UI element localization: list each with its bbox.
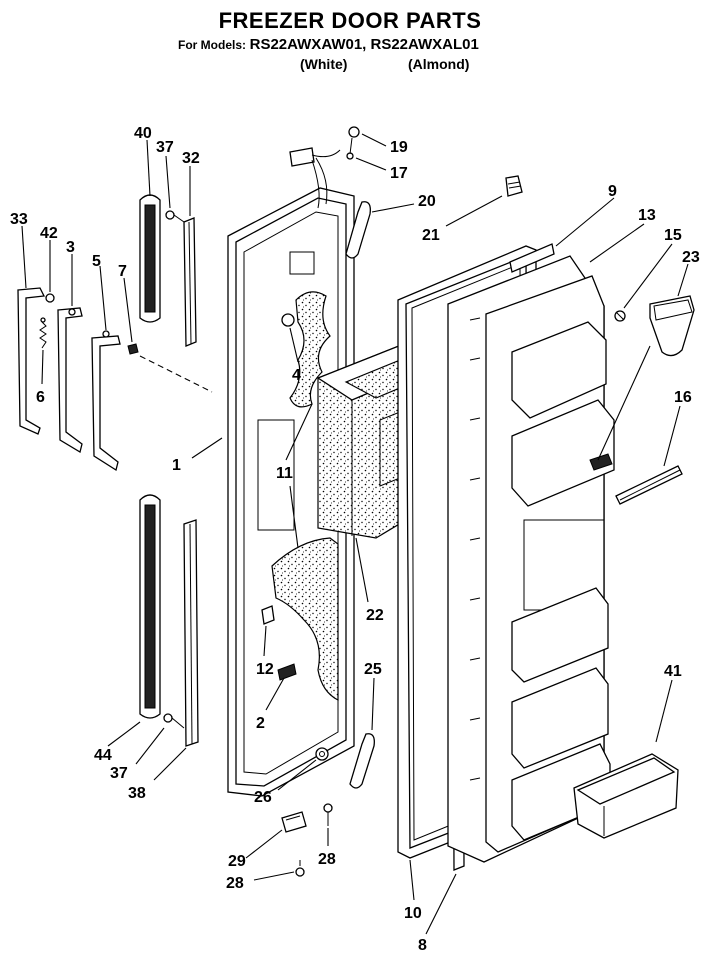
callout-44: 44: [94, 747, 112, 764]
callout-37-bottom: 37: [110, 765, 128, 782]
part-3-small-screws: [68, 308, 110, 338]
callout-labels: 40 37 32 33 42 3 5 7 6 1 19 17 20 21 4 1…: [10, 125, 700, 954]
callout-1: 1: [172, 457, 181, 474]
part-2-bracket: [277, 663, 297, 681]
callout-12: 12: [256, 661, 274, 678]
callout-7: 7: [118, 263, 127, 280]
part-12-bracket: [261, 605, 275, 625]
part-40-top-handle: [139, 194, 161, 323]
callout-3: 3: [66, 239, 75, 256]
part-33-bracket: [17, 287, 45, 435]
part-7-clip: [127, 343, 139, 355]
part-20-tube: [345, 201, 371, 259]
callout-10: 10: [404, 905, 422, 922]
callout-20: 20: [418, 193, 436, 210]
callout-5: 5: [92, 253, 101, 270]
callout-40: 40: [134, 125, 152, 142]
part-9-trim-strip: [509, 243, 555, 273]
part-28-screw-upper: [323, 803, 333, 826]
callout-28-upper: 28: [318, 851, 336, 868]
callout-15: 15: [664, 227, 682, 244]
part-6-spring: [39, 317, 47, 349]
callout-11: 11: [276, 465, 293, 482]
part-11-foam-lower: [271, 537, 339, 701]
part-23-cup: [649, 295, 695, 357]
callout-4: 4: [292, 367, 301, 384]
part-21-fitting: [505, 175, 523, 197]
callout-29: 29: [228, 853, 246, 870]
model-line: For Models: RS22AWXAW01, RS22AWXAL01: [178, 36, 479, 53]
callout-26: 26: [254, 789, 272, 806]
callout-21: 21: [422, 227, 440, 244]
callout-2: 2: [256, 715, 265, 732]
callout-6: 6: [36, 389, 45, 406]
callout-41: 41: [664, 663, 682, 680]
callout-9: 9: [608, 183, 617, 200]
model-numbers: RS22AWXAW01, RS22AWXAL01: [249, 36, 479, 53]
callout-28-lower: 28: [226, 875, 244, 892]
callout-22: 22: [366, 607, 384, 624]
callout-13: 13: [638, 207, 656, 224]
callout-37-top: 37: [156, 139, 174, 156]
part-3-bracket: [57, 307, 83, 454]
callout-33: 33: [10, 211, 28, 228]
part-25-tube: [349, 733, 375, 789]
part-42-screw: [45, 293, 55, 303]
part-16-shelf-bar: [615, 465, 683, 505]
color-almond-label: (Almond): [408, 56, 470, 72]
callout-32: 32: [182, 150, 200, 167]
part-38-bottom-trim: [183, 519, 199, 747]
page-title: FREEZER DOOR PARTS: [218, 8, 482, 33]
callout-16: 16: [674, 389, 692, 406]
callout-38: 38: [128, 785, 146, 802]
leader-lines: [21, 133, 689, 935]
callout-23: 23: [682, 249, 700, 266]
part-37-screw-top: [165, 210, 185, 223]
models-prefix: For Models:: [178, 38, 246, 52]
part-15-screw: [614, 310, 626, 322]
part-5-bracket: [91, 335, 121, 472]
callout-8: 8: [418, 937, 427, 954]
part-41-door-bin: [573, 753, 679, 839]
callout-25: 25: [364, 661, 382, 678]
color-white-label: (White): [300, 56, 348, 72]
part-harness-connector: [289, 126, 360, 209]
callout-19: 19: [390, 139, 408, 156]
callout-42: 42: [40, 225, 58, 242]
callout-17: 17: [390, 165, 408, 182]
part-29-block: [281, 811, 307, 833]
part-26-clip: [315, 747, 329, 761]
assembly-line-brackets: [139, 355, 213, 393]
part-28-screw-lower: [295, 860, 305, 877]
part-44-bottom-handle: [139, 494, 161, 719]
part-32-top-trim: [183, 217, 197, 347]
part-37-screw-bottom: [163, 713, 185, 729]
part-13-inner-liner: [447, 255, 615, 863]
